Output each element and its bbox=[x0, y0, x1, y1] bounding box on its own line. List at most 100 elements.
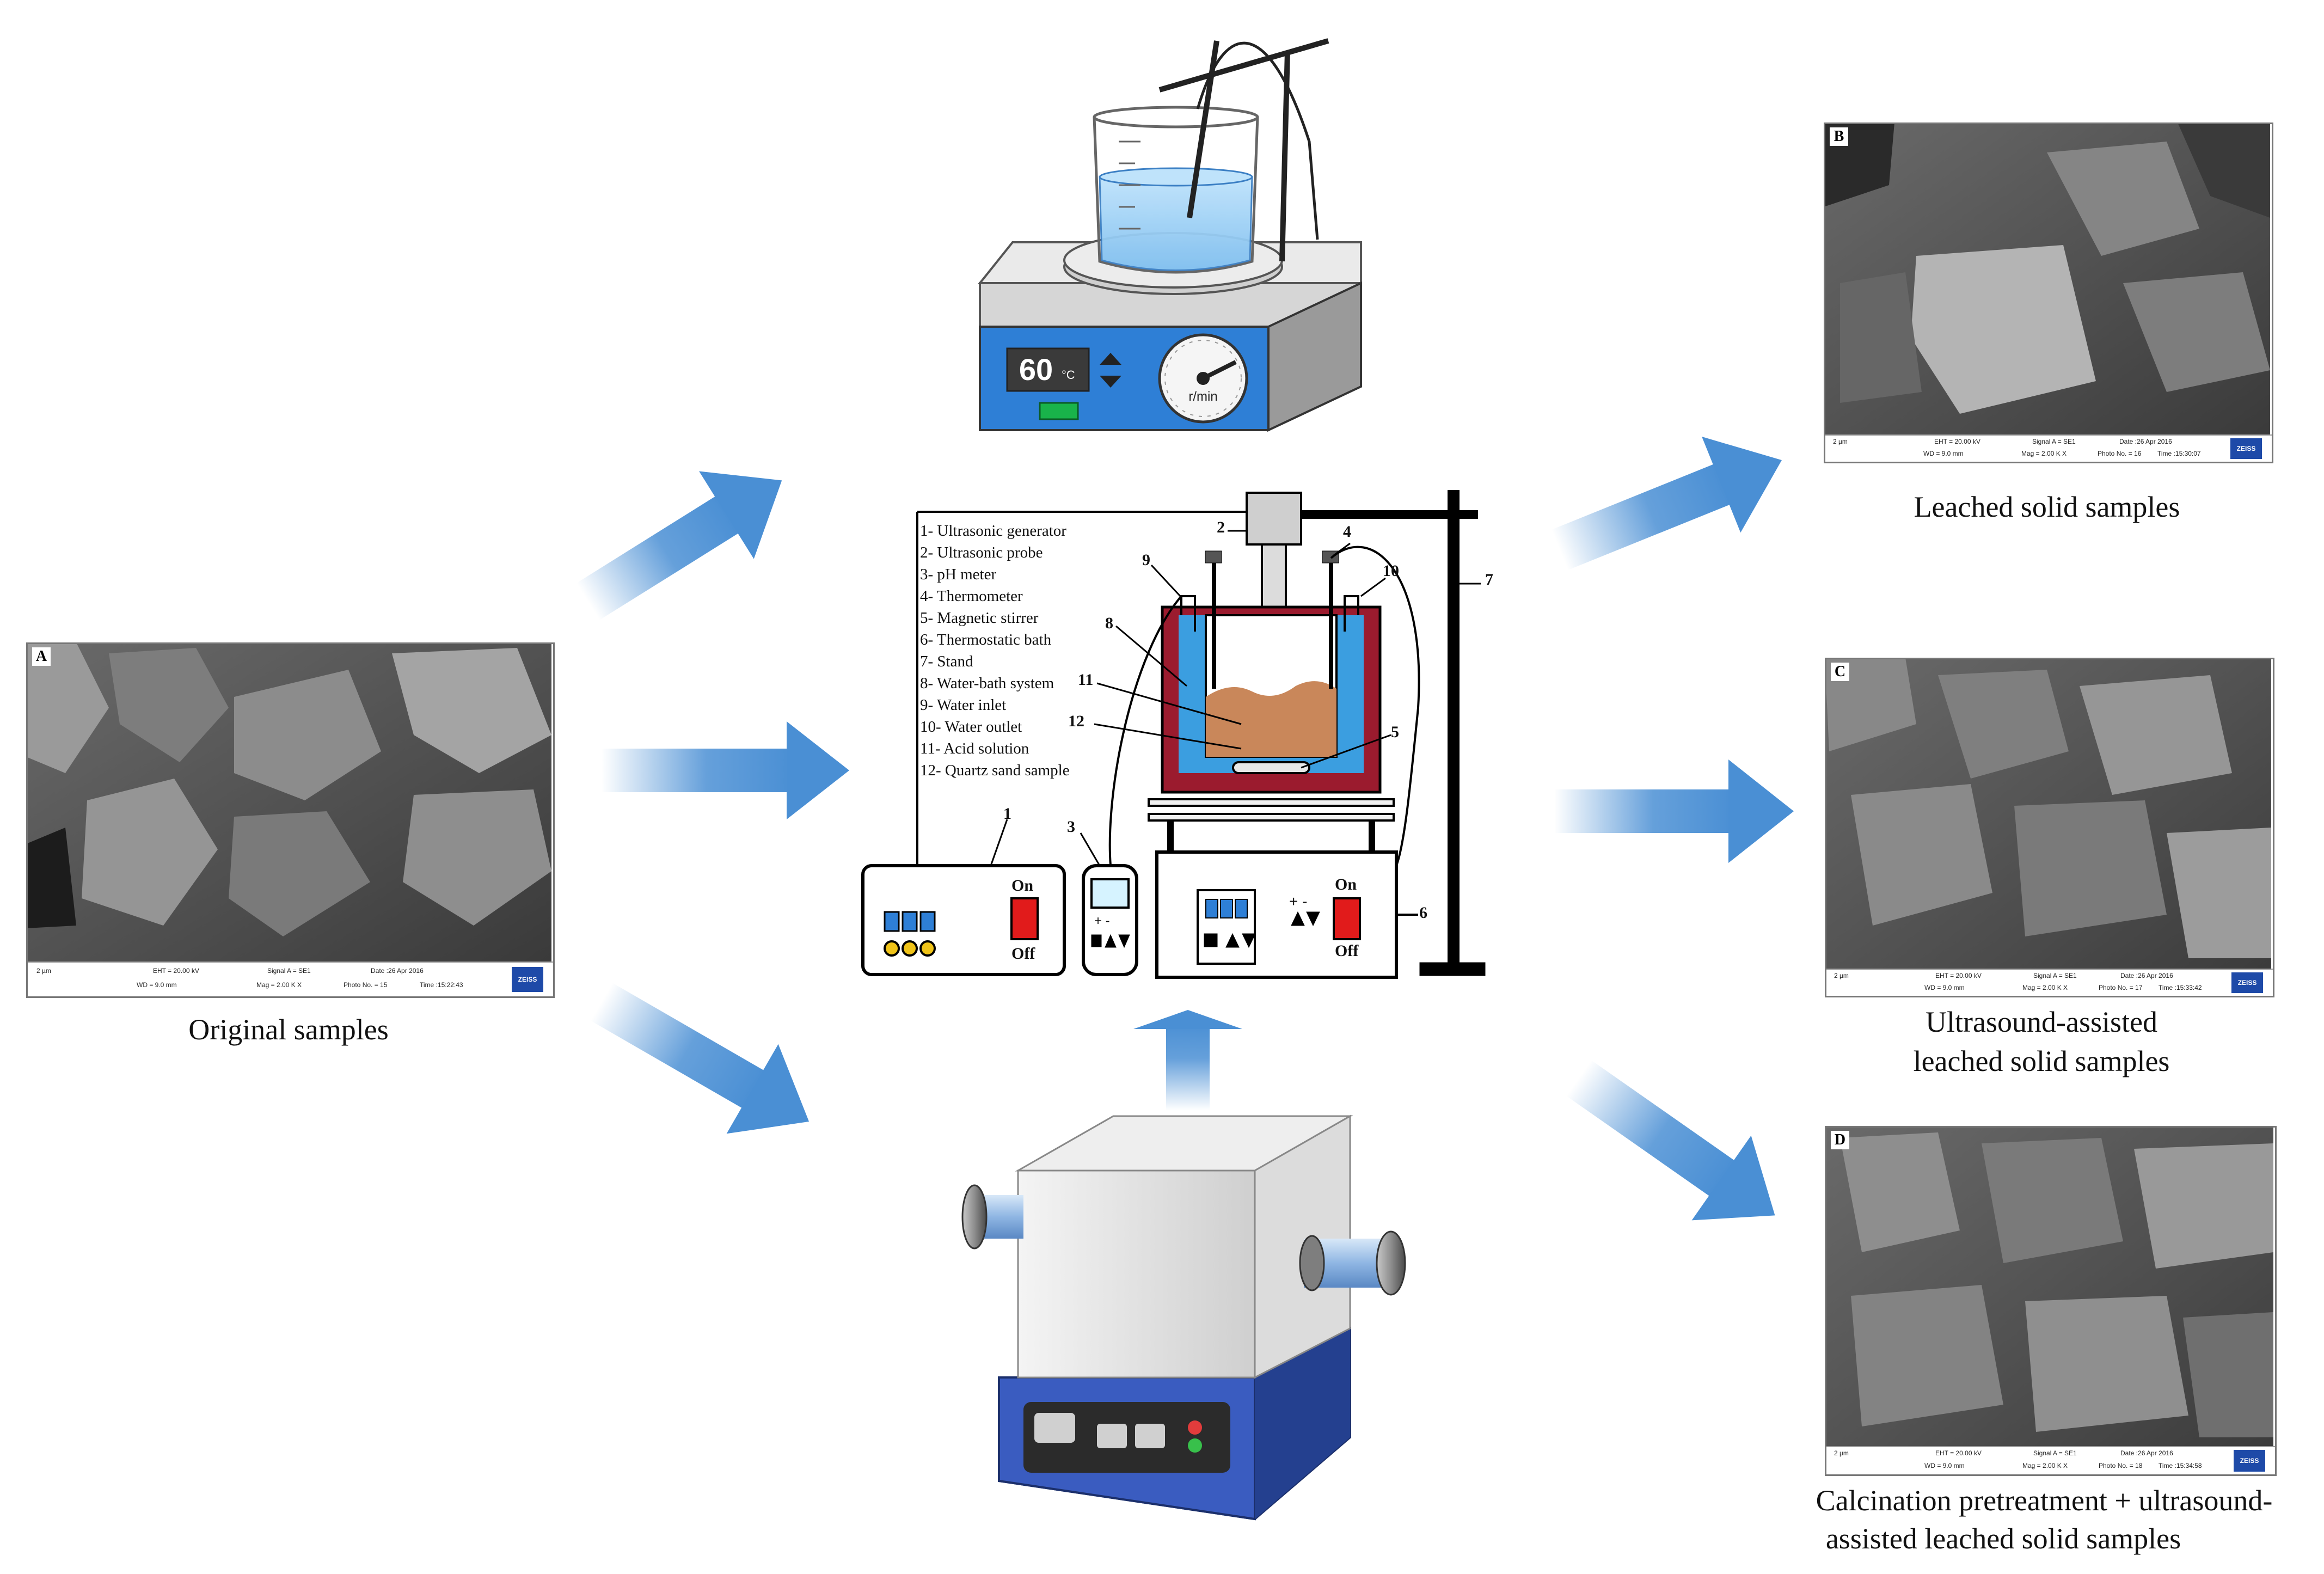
callout-8: 8 bbox=[1105, 614, 1113, 632]
sem-signal: Signal A = SE1 bbox=[267, 967, 311, 975]
sem-mag: Mag = 2.00 K X bbox=[2022, 984, 2068, 991]
sem-scale: 2 µm bbox=[1834, 972, 1849, 979]
arrow-to-hotplate bbox=[576, 471, 782, 620]
sem-image-c-texture bbox=[1825, 658, 2271, 994]
callout-5: 5 bbox=[1391, 723, 1399, 741]
sem-info-bar: 2 µm EHT = 20.00 kV WD = 9.0 mm Signal A… bbox=[1826, 969, 2273, 996]
tube-furnace bbox=[961, 1114, 1406, 1521]
sem-letter: D bbox=[1831, 1131, 1849, 1149]
sem-time: Time :15:22:43 bbox=[420, 981, 463, 989]
sem-photo: Photo No. = 18 bbox=[2099, 1462, 2143, 1469]
legend-item: 3- pH meter bbox=[920, 566, 997, 583]
legend-item: 5- Magnetic stirrer bbox=[920, 609, 1039, 627]
callout-3: 3 bbox=[1067, 818, 1075, 836]
sem-time: Time :15:33:42 bbox=[2159, 984, 2202, 991]
sem-time: Time :15:34:58 bbox=[2159, 1462, 2202, 1469]
bath-off-label: Off bbox=[1335, 942, 1359, 960]
sem-image-d-texture bbox=[1825, 1126, 2273, 1473]
legend-item: 4- Thermometer bbox=[920, 587, 1023, 605]
callout-10: 10 bbox=[1383, 562, 1399, 580]
sem-scale: 2 µm bbox=[1834, 1449, 1849, 1457]
hotplate-temperature-display: 60 bbox=[1019, 352, 1053, 387]
sem-info-bar: 2 µm EHT = 20.00 kV WD = 9.0 mm Signal A… bbox=[1825, 434, 2272, 462]
hotplate-stirrer bbox=[977, 38, 1362, 432]
sem-image-leached: B 2 µm EHT = 20.00 kV WD = 9.0 mm Signal… bbox=[1824, 123, 2273, 463]
arrow-to-ultrasound bbox=[1554, 760, 1794, 863]
callout-9: 9 bbox=[1142, 551, 1150, 569]
sem-info-bar: 2 µm EHT = 20.00 kV WD = 9.0 mm Signal A… bbox=[28, 961, 553, 996]
sem-eht: EHT = 20.00 kV bbox=[1935, 1449, 1982, 1457]
legend-item: 6- Thermostatic bath bbox=[920, 631, 1052, 648]
bath-on-label: On bbox=[1335, 875, 1357, 893]
hotplate-dial-unit: r/min bbox=[1188, 389, 1218, 404]
sem-photo: Photo No. = 16 bbox=[2098, 450, 2142, 457]
caption-calcination-line2: assisted leached solid samples bbox=[1825, 1522, 2181, 1555]
sem-mag: Mag = 2.00 K X bbox=[256, 981, 302, 989]
sem-image-a-texture bbox=[26, 642, 551, 962]
caption-original: Original samples bbox=[188, 1013, 389, 1046]
sem-eht: EHT = 20.00 kV bbox=[1934, 438, 1980, 445]
callout-7: 7 bbox=[1485, 571, 1493, 589]
sem-info-bar: 2 µm EHT = 20.00 kV WD = 9.0 mm Signal A… bbox=[1826, 1446, 2275, 1474]
ph-plus-minus: + - bbox=[1094, 914, 1110, 928]
sem-photo: Photo No. = 17 bbox=[2099, 984, 2143, 991]
zeiss-logo: ZEISS bbox=[512, 967, 543, 992]
sem-wd: WD = 9.0 mm bbox=[1924, 984, 1965, 991]
sem-letter: C bbox=[1831, 663, 1849, 681]
sem-date: Date :26 Apr 2016 bbox=[2119, 438, 2172, 445]
caption-ultrasound-line1: Ultrasound-assisted bbox=[1926, 1006, 2157, 1038]
sem-scale: 2 µm bbox=[36, 967, 51, 975]
callout-12: 12 bbox=[1068, 712, 1084, 730]
arrow-to-apparatus bbox=[602, 721, 849, 819]
sem-wd: WD = 9.0 mm bbox=[1923, 450, 1964, 457]
sem-eht: EHT = 20.00 kV bbox=[1935, 972, 1982, 979]
callout-6: 6 bbox=[1419, 904, 1427, 922]
caption-ultrasound-line2: leached solid samples bbox=[1913, 1045, 2170, 1077]
legend-item: 11- Acid solution bbox=[920, 740, 1029, 757]
arrow-to-furnace bbox=[591, 983, 810, 1134]
hotplate-temperature-unit: °C bbox=[1062, 368, 1075, 382]
sem-image-b-texture bbox=[1824, 123, 2270, 438]
sem-date: Date :26 Apr 2016 bbox=[371, 967, 424, 975]
sem-letter: B bbox=[1830, 127, 1848, 146]
sem-photo: Photo No. = 15 bbox=[344, 981, 388, 989]
apparatus-legend: 1- Ultrasonic generator 2- Ultrasonic pr… bbox=[920, 520, 1116, 781]
arrow-to-calcination bbox=[1566, 1060, 1775, 1221]
sem-image-ultrasound: C 2 µm EHT = 20.00 kV WD = 9.0 mm Signal… bbox=[1825, 658, 2274, 997]
legend-item: 12- Quartz sand sample bbox=[920, 762, 1070, 779]
callout-4: 4 bbox=[1343, 523, 1351, 541]
callout-2: 2 bbox=[1217, 518, 1225, 536]
zeiss-logo: ZEISS bbox=[2234, 1450, 2265, 1472]
caption-calcination-line1: Calcination pretreatment + ultrasound- bbox=[1816, 1484, 2273, 1517]
sem-scale: 2 µm bbox=[1833, 438, 1848, 445]
sem-mag: Mag = 2.00 K X bbox=[2022, 1462, 2068, 1469]
generator-off-label: Off bbox=[1011, 945, 1035, 963]
legend-item: 8- Water-bath system bbox=[920, 675, 1054, 692]
sem-signal: Signal A = SE1 bbox=[2033, 1449, 2077, 1457]
callout-1: 1 bbox=[1003, 805, 1011, 823]
caption-leached: Leached solid samples bbox=[1914, 491, 2180, 523]
callout-11: 11 bbox=[1078, 671, 1094, 689]
sem-wd: WD = 9.0 mm bbox=[1924, 1462, 1965, 1469]
sem-letter: A bbox=[32, 647, 51, 666]
sem-image-calcination: D 2 µm EHT = 20.00 kV WD = 9.0 mm Signal… bbox=[1825, 1126, 2277, 1476]
sem-wd: WD = 9.0 mm bbox=[137, 981, 177, 989]
legend-item: 10- Water outlet bbox=[920, 718, 1022, 736]
zeiss-logo: ZEISS bbox=[2230, 438, 2262, 459]
arrow-to-leached bbox=[1552, 437, 1782, 571]
bath-plus-minus: + - bbox=[1289, 893, 1308, 910]
ultrasonic-apparatus bbox=[861, 490, 1486, 979]
sem-date: Date :26 Apr 2016 bbox=[2120, 972, 2173, 979]
sem-signal: Signal A = SE1 bbox=[2033, 972, 2077, 979]
generator-on-label: On bbox=[1011, 877, 1034, 895]
sem-mag: Mag = 2.00 K X bbox=[2021, 450, 2067, 457]
sem-eht: EHT = 20.00 kV bbox=[153, 967, 199, 975]
legend-item: 7- Stand bbox=[920, 653, 973, 670]
legend-item: 9- Water inlet bbox=[920, 696, 1007, 714]
sem-image-original: A 2 µm EHT = 20.00 kV WD = 9.0 mm Signal… bbox=[26, 642, 555, 998]
zeiss-logo: ZEISS bbox=[2231, 972, 2263, 993]
legend-item: 1- Ultrasonic generator bbox=[920, 522, 1066, 540]
arrow-furnace-up bbox=[1133, 1010, 1242, 1111]
legend-item: 2- Ultrasonic probe bbox=[920, 544, 1043, 561]
